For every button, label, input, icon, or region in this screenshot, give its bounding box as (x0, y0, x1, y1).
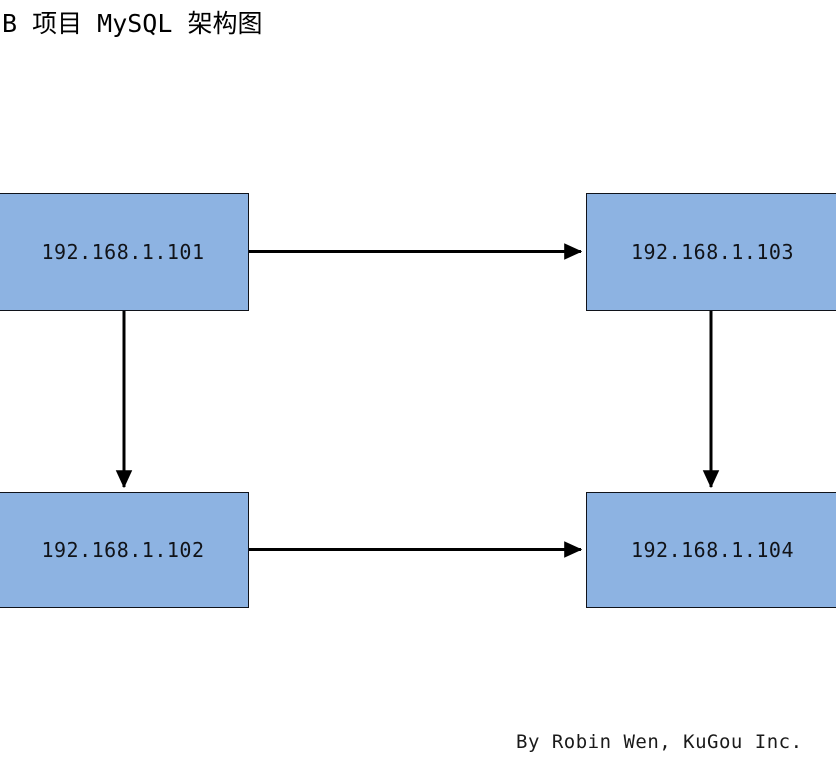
page-title: B 项目 MySQL 架构图 (2, 9, 263, 38)
node-192-168-1-103[interactable]: 192.168.1.103 (586, 193, 836, 311)
node-192-168-1-102[interactable]: 192.168.1.102 (0, 492, 249, 608)
node-label: 192.168.1.101 (41, 240, 205, 264)
node-192-168-1-104[interactable]: 192.168.1.104 (586, 492, 836, 608)
node-label: 192.168.1.103 (630, 240, 795, 264)
node-label: 192.168.1.104 (630, 538, 795, 562)
node-192-168-1-101[interactable]: 192.168.1.101 (0, 193, 249, 311)
node-label: 192.168.1.102 (41, 538, 205, 562)
credit-text: By Robin Wen, KuGou Inc. (516, 731, 803, 753)
